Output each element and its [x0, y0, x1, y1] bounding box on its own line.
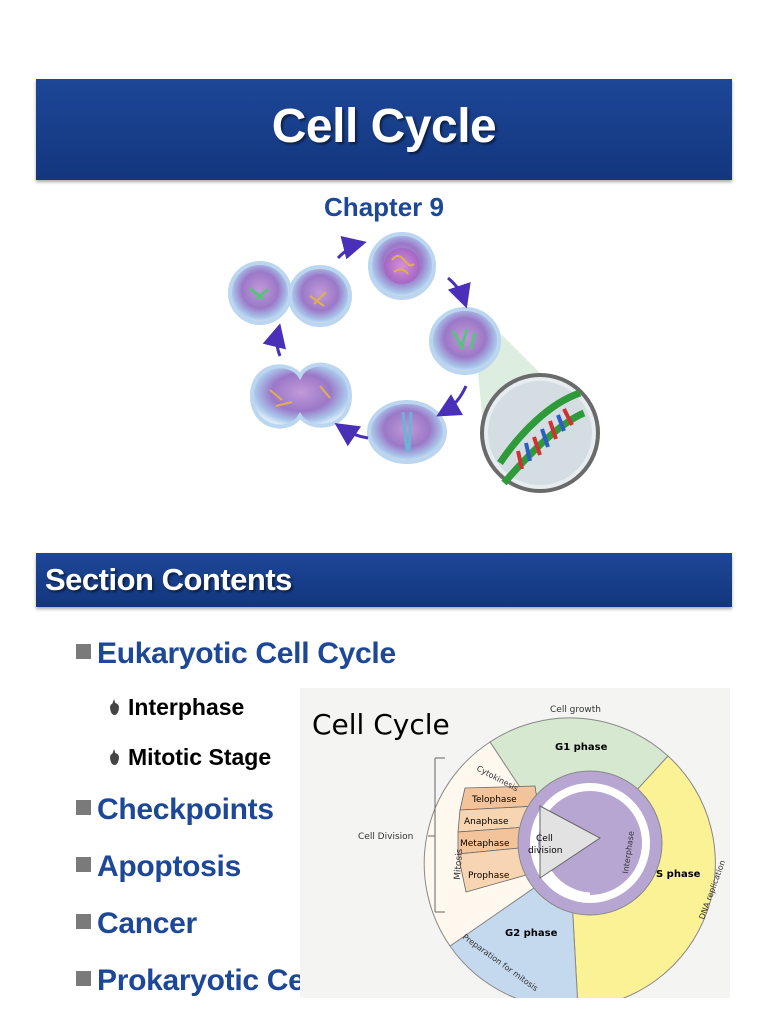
cell-division-triangle	[539, 805, 601, 879]
prophase-label: Prophase	[468, 871, 510, 881]
g2-phase-label: G2 phase	[505, 928, 558, 939]
sub-bullet-item: Mitotic Stage	[110, 744, 271, 771]
square-bullet-icon	[76, 800, 91, 815]
s-phase-label: S phase	[656, 869, 701, 880]
telophase-label: Telophase	[471, 795, 517, 805]
cell-bottom	[367, 400, 447, 464]
cell-division-illustration	[228, 232, 600, 493]
bullet-item: Cancer	[76, 907, 197, 941]
chapter-subtitle: Chapter 9	[324, 192, 444, 222]
square-bullet-icon	[76, 914, 91, 929]
dna-magnifier	[480, 373, 600, 493]
section-title: Section Contents	[45, 562, 292, 597]
slide-title: Cell Cycle	[271, 100, 497, 153]
g1-phase-label: G1 phase	[555, 742, 608, 753]
bullet-item: Checkpoints	[76, 793, 274, 827]
title-banner: Cell Cycle	[36, 79, 732, 180]
drop-bullet-icon	[110, 749, 119, 765]
metaphase-label: Metaphase	[460, 839, 510, 849]
center-label-2: division	[528, 846, 562, 856]
cell-growth-label: Cell growth	[550, 705, 601, 715]
bullet-item: Eukaryotic Cell Cycle	[76, 637, 396, 671]
cell-daughter-left	[228, 261, 292, 325]
square-bullet-icon	[76, 644, 91, 659]
cycle-arrow	[262, 323, 287, 357]
anaphase-label: Anaphase	[464, 817, 509, 827]
center-label-1: Cell	[536, 834, 553, 844]
cell-division-side-label: Cell Division	[358, 832, 413, 842]
cycle-arrow	[436, 385, 468, 417]
bullet-item: Apoptosis	[76, 850, 241, 884]
cell-dividing	[249, 362, 353, 429]
mitosis-label: Mitosis	[453, 848, 465, 880]
sub-bullet-item: Interphase	[110, 694, 244, 721]
cycle-arrow	[447, 276, 471, 309]
square-bullet-icon	[76, 971, 91, 986]
cell-cycle-diagram: Cell Cycle Cell division Cell growth G1 …	[300, 688, 730, 998]
drop-bullet-icon	[110, 699, 119, 715]
cell-right	[429, 307, 501, 375]
diagram-heading: Cell Cycle	[312, 708, 450, 741]
cell-daughter-right	[288, 265, 352, 327]
cycle-arrow	[334, 423, 369, 447]
cell-top	[368, 232, 436, 300]
cycle-arrow	[336, 236, 367, 260]
section-banner: Section Contents	[36, 553, 732, 607]
square-bullet-icon	[76, 857, 91, 872]
